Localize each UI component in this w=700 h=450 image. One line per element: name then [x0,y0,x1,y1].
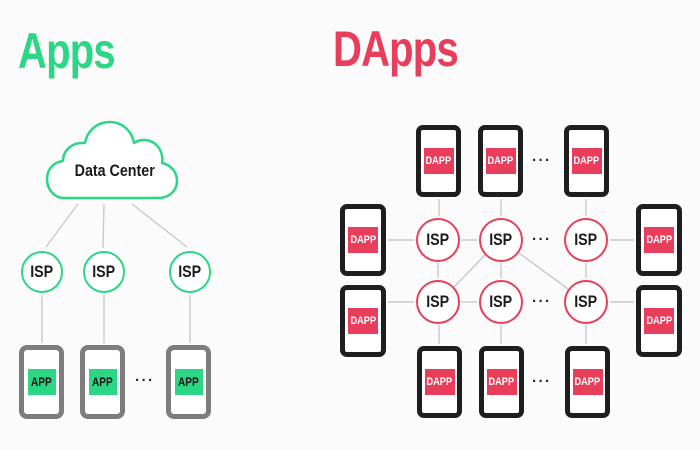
dapp-badge: DAPP [644,308,674,334]
apps-title-text: Apps [18,23,116,79]
dapp-badge: DAPP [348,227,378,253]
dapps-connectors [388,199,634,344]
dapp-badge: DAPP [348,308,378,334]
app-badge: APP [174,369,203,395]
connector-line [102,203,105,249]
dapps-title: DApps [333,24,489,74]
isp-node-r1c2: ISP [479,218,523,262]
connector-line [453,254,486,288]
isp-node-r2c1: ISP [416,280,460,324]
ellipsis-isp-row1: ··· [532,231,552,248]
dapp-badge: DAPP [571,148,602,174]
dapps-title-text: DApps [333,21,459,77]
dapp-badge: DAPP [423,148,454,174]
ellipsis-top-phones: ··· [532,152,552,169]
phone-dapp-right-1: DAPP [636,204,682,276]
isp-node-left-1: ISP [21,251,63,293]
phone-dapp-right-2: DAPP [636,285,682,357]
ellipsis-left-phones: ··· [135,372,155,389]
phone-app-2: APP [80,345,125,419]
app-badge: APP [27,369,56,395]
phone-dapp-bottom-2: DAPP [479,346,524,418]
connector-line [518,252,569,290]
phone-dapp-bottom-3: DAPP [565,346,610,418]
isp-node-r1c1: ISP [416,218,460,262]
ellipsis-bottom-phones: ··· [532,373,552,390]
phone-app-3: APP [166,345,211,419]
app-badge: APP [88,369,117,395]
phone-dapp-top-3: DAPP [564,125,609,197]
phone-dapp-bottom-1: DAPP [417,346,462,418]
dapp-badge: DAPP [485,148,516,174]
isp-node-r2c3: ISP [564,280,608,324]
ellipsis-isp-row2: ··· [532,293,552,310]
dapp-badge: DAPP [424,369,455,395]
connector-line [131,203,188,248]
dapp-badge: DAPP [486,369,517,395]
isp-node-left-2: ISP [83,251,125,293]
dapp-badge: DAPP [644,227,674,253]
cloud-shape [45,120,179,200]
isp-node-r2c2: ISP [479,280,523,324]
dapp-badge: DAPP [572,369,603,395]
isp-node-left-3: ISP [169,251,211,293]
phone-dapp-left-2: DAPP [340,285,386,357]
phone-app-1: APP [19,345,64,419]
isp-node-r1c3: ISP [564,218,608,262]
phone-dapp-left-1: DAPP [340,204,386,276]
apps-connectors [41,203,191,343]
phone-dapp-top-2: DAPP [478,125,523,197]
connector-line [45,203,79,248]
cloud-icon [45,120,179,200]
apps-title: Apps [18,26,139,76]
phone-dapp-top-1: DAPP [416,125,461,197]
data-center-label: Data Center [74,161,156,180]
